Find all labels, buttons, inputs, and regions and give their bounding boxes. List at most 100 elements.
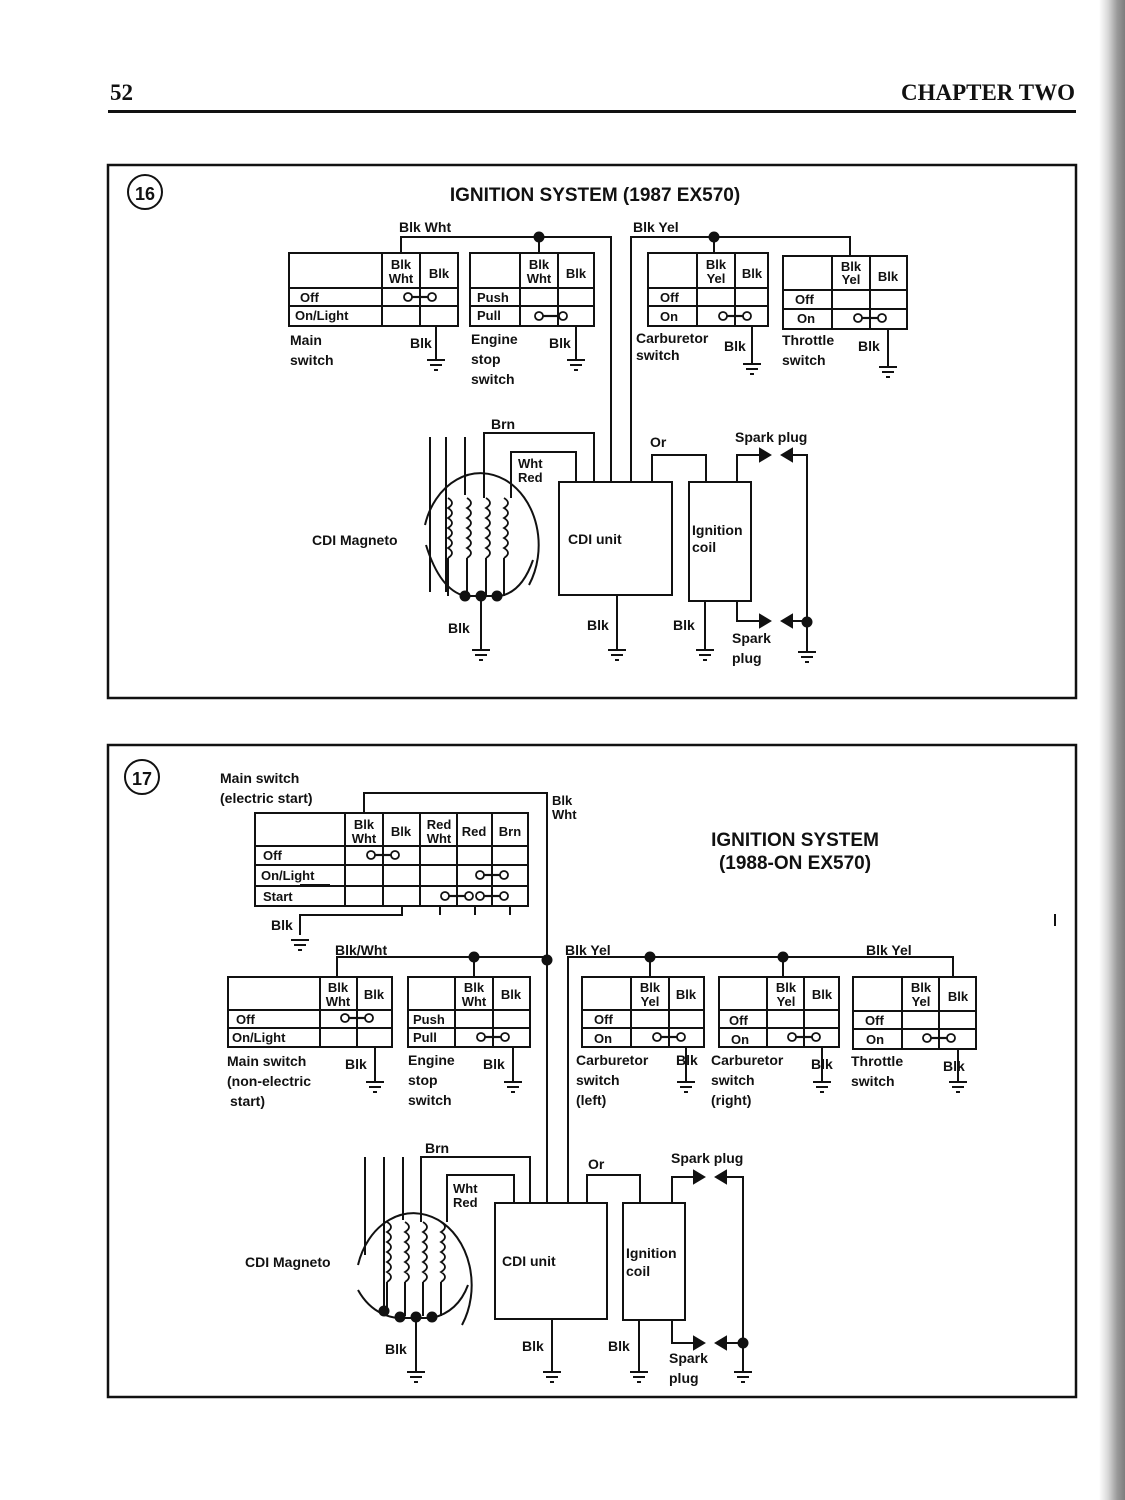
switch-label: switch [471,371,515,387]
col-label: Blk [364,987,385,1002]
row-label: On [797,311,815,326]
carburetor-switch-table [647,252,769,327]
row-label: On [594,1031,612,1046]
row-label: Off [795,292,814,307]
col-label: Red [427,817,452,832]
figure-17-frame [106,743,1078,1399]
col-label: Blk [529,257,550,272]
wire-label-brn: Brn [491,416,515,432]
wire-label-brn: Brn [425,1140,449,1156]
ground-label: Blk [724,338,746,354]
switch-label: Carburetor [711,1052,784,1068]
spark-plug-label: Spark plug [671,1150,743,1166]
switch-label: switch [782,352,826,368]
figure-16-title: IGNITION SYSTEM (1987 EX570) [450,185,740,206]
spark-plug-label: Spark [669,1350,708,1366]
wire-label-or: Or [650,434,667,450]
row-label: Pull [413,1030,437,1045]
ignition-coil-label: coil [692,539,716,555]
wire-label-wht: Wht [518,456,543,471]
switch-label: Engine [471,331,518,347]
col-label: Red [462,824,487,839]
wire-label: Blk Yel [565,942,611,958]
row-label: On [731,1032,749,1047]
row-label: Off [729,1013,748,1028]
junction-dot [708,231,720,243]
col-label: Brn [499,824,521,839]
header-rule [108,110,1076,113]
figure-17-number-badge [124,759,160,795]
ground-label: Blk [271,917,293,933]
switch-label: stop [408,1072,438,1088]
cdi-unit-box [558,481,673,596]
spark-plug-label: Spark plug [735,429,807,445]
ground-label: Blk [410,335,432,351]
ground-label: Blk [522,1338,544,1354]
row-label: Start [263,889,293,904]
carburetor-left-table [581,976,705,1048]
switch-label: Main [290,332,322,348]
ground-label: Blk [587,617,609,633]
ignition-coil-label: Ignition [626,1245,677,1261]
junction-dot [533,231,545,243]
col-label: Blk [328,980,349,995]
wire-label-blk-yel: Blk Yel [633,219,679,235]
figure-17-subtitle: (1988-ON EX570) [719,853,871,874]
wire-label-or: Or [588,1156,605,1172]
wire-label-blk-wht: Blk Wht [399,219,451,235]
row-label: Off [300,290,319,305]
figure-16-number-badge [127,174,163,210]
switch-label: switch [711,1072,755,1088]
row-label: Off [236,1012,255,1027]
switch-label: Carburetor [576,1052,649,1068]
col-label: Blk [706,257,727,272]
figure-16 [106,163,1078,700]
figure-17-title: IGNITION SYSTEM [711,830,879,851]
switch-label: Carburetor [636,330,709,346]
row-label: Pull [477,308,501,323]
switch-label: stop [471,351,501,367]
cdi-magneto-label: CDI Magneto [312,532,398,548]
engine-stop-table-17 [407,976,531,1048]
col-label: Yel [707,271,726,286]
col-label: Blk [676,987,697,1002]
ground-label: Blk [676,1052,698,1068]
switch-label: switch [576,1072,620,1088]
cdi-unit-label: CDI unit [502,1253,556,1269]
figure-17 [106,743,1078,1399]
col-label: Blk [640,980,661,995]
wire-label-red: Red [453,1195,478,1210]
ground-label: Blk [345,1056,367,1072]
ground-label: Blk [858,338,880,354]
col-label: Yel [641,994,660,1009]
wire-label-red: Red [518,470,543,485]
switch-label: Throttle [851,1053,903,1069]
chapter-heading: CHAPTER TWO [900,80,1075,105]
wire-label-wht: Wht [453,1181,478,1196]
wire-label: Blk/Wht [335,942,387,958]
col-label: Yel [842,272,861,287]
switch-label: switch [290,352,334,368]
col-label: Wht [527,271,552,286]
row-label: On/Light [232,1030,286,1045]
row-label: On/Light [261,868,315,883]
col-label: Blk [841,259,862,274]
col-label: Wht [462,994,487,1009]
switch-label: switch [408,1092,452,1108]
switch-label: (left) [576,1092,606,1108]
col-label: Blk [354,817,375,832]
ground-label: Blk [549,335,571,351]
row-label: On/Light [295,308,349,323]
row-label: Off [594,1012,613,1027]
figure-16-frame [106,163,1078,700]
switch-label: switch [636,347,680,363]
col-label: Blk [391,824,412,839]
row-label: Push [477,290,509,305]
col-label: Yel [777,994,796,1009]
col-label: Blk [911,980,932,995]
col-label: Wht [389,271,414,286]
col-label: Blk [776,980,797,995]
ignition-coil-label: coil [626,1263,650,1279]
ground-label: Blk [608,1338,630,1354]
